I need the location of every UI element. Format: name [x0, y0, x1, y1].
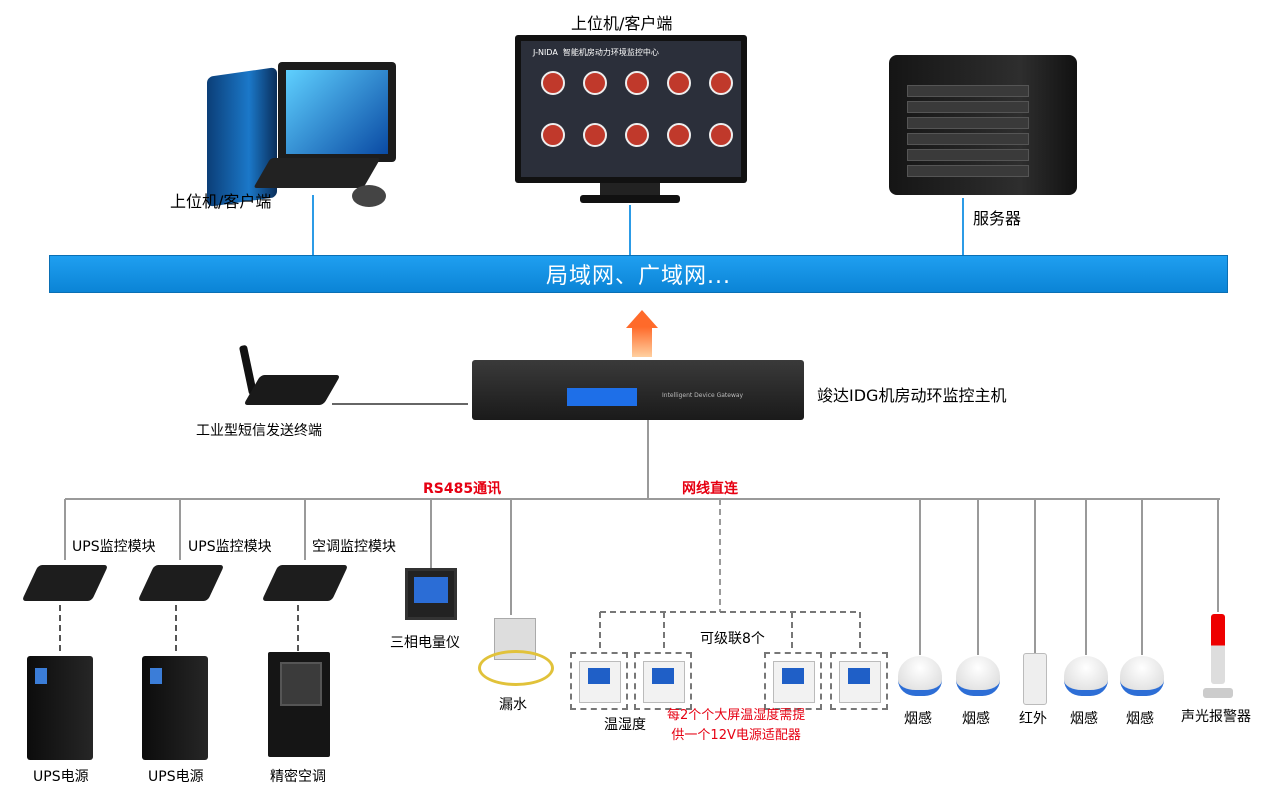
- label-host: 竣达IDG机房动环监控主机: [817, 386, 1007, 405]
- alarm-lamp-icon: [1211, 614, 1225, 684]
- server-icon: [889, 55, 1077, 195]
- th-sensor-icon: [764, 652, 822, 710]
- label-meter: 三相电量仪: [390, 635, 460, 651]
- screen-tile-icon: [667, 123, 691, 147]
- ups-icon: [27, 656, 93, 760]
- lan-label: 局域网、广域网...: [546, 264, 731, 289]
- smoke-detector-icon: [1064, 656, 1108, 696]
- label-ac: 精密空调: [270, 769, 326, 785]
- label-pir: 红外: [1019, 711, 1047, 727]
- label-cascade: 可级联8个: [700, 631, 765, 647]
- screen-tile-icon: [625, 123, 649, 147]
- label-ups-module-2: UPS监控模块: [188, 539, 272, 555]
- screen-tile-icon: [541, 123, 565, 147]
- upload-arrow-shaft: [632, 327, 652, 357]
- screen-tile-icon: [625, 71, 649, 95]
- screen-title: J-NIDA 智能机房动力环境监控中心: [533, 47, 659, 58]
- label-server: 服务器: [973, 209, 1022, 228]
- screen-tile-icon: [667, 71, 691, 95]
- monitor-stand-icon: [600, 183, 660, 197]
- screen-title-text: 智能机房动力环境监控中心: [562, 48, 659, 57]
- label-sms: 工业型短信发送终端: [196, 423, 322, 439]
- smoke-detector-icon: [956, 656, 1000, 696]
- label-ethernet: 网线直连: [682, 481, 738, 497]
- ups-icon: [142, 656, 208, 760]
- label-smoke-3: 烟感: [1070, 711, 1098, 727]
- screen-tile-icon: [583, 123, 607, 147]
- precision-ac-icon: [268, 652, 330, 757]
- screen-tile-icon: [709, 71, 733, 95]
- th-sensor-icon: [570, 652, 628, 710]
- label-pc-left: 上位机/客户端: [170, 192, 272, 211]
- label-alarm: 声光报警器: [1181, 709, 1251, 725]
- th-sensor-icon: [634, 652, 692, 710]
- smoke-detector-icon: [1120, 656, 1164, 696]
- monitor-base-icon: [580, 195, 680, 203]
- power-note-line1: 每2个个大屏温湿度需提: [667, 708, 806, 723]
- desktop-pc-monitor-icon: [278, 62, 396, 162]
- label-ups-1: UPS电源: [33, 769, 89, 785]
- label-rs485: RS485通讯: [423, 481, 502, 497]
- label-ups-2: UPS电源: [148, 769, 204, 785]
- power-meter-icon: [405, 568, 457, 620]
- power-note: 每2个个大屏温湿度需提 供一个12V电源适配器: [667, 706, 805, 746]
- upload-arrow-icon: [626, 310, 658, 328]
- label-ups-module-1: UPS监控模块: [72, 539, 156, 555]
- label-smoke-4: 烟感: [1126, 711, 1154, 727]
- label-ac-module: 空调监控模块: [312, 539, 396, 555]
- screen-tile-icon: [709, 123, 733, 147]
- th-sensor-icon: [830, 652, 888, 710]
- label-pc-center: 上位机/客户端: [571, 14, 673, 33]
- mouse-icon: [352, 185, 386, 207]
- sms-terminal-icon: [232, 344, 341, 415]
- screen-tile-icon: [583, 71, 607, 95]
- smoke-detector-icon: [898, 656, 942, 696]
- host-unit-icon: Intelligent Device Gateway: [472, 360, 804, 420]
- alarm-base-icon: [1203, 688, 1233, 698]
- pir-sensor-icon: [1023, 653, 1047, 705]
- keyboard-icon: [253, 158, 381, 188]
- monitor-icon: J-NIDA 智能机房动力环境监控中心: [515, 35, 747, 183]
- label-th: 温湿度: [604, 717, 646, 733]
- screen-tile-icon: [541, 71, 565, 95]
- host-brand: Intelligent Device Gateway: [662, 392, 744, 399]
- host-lcd: [567, 388, 637, 406]
- label-leak: 漏水: [499, 697, 527, 713]
- label-smoke-1: 烟感: [904, 711, 932, 727]
- leak-cable-icon: [478, 650, 554, 686]
- monitor-screen: J-NIDA 智能机房动力环境监控中心: [521, 41, 741, 177]
- label-smoke-2: 烟感: [962, 711, 990, 727]
- power-note-line2: 供一个12V电源适配器: [671, 728, 801, 743]
- screen-brand: J-NIDA: [533, 48, 558, 57]
- lan-bar: 局域网、广域网...: [49, 255, 1228, 293]
